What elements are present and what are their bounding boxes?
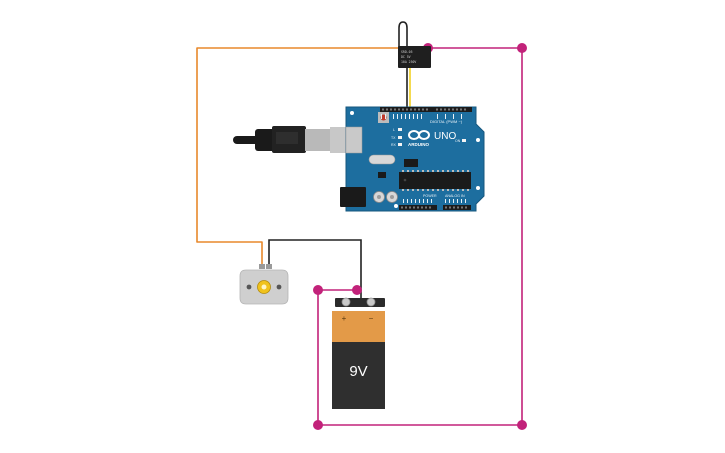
battery-9v[interactable]: + − 9V [332,297,385,409]
tx-led-label: TX [391,136,396,140]
arduino-logo-icon [408,130,430,140]
battery-voltage-label: 9V [349,363,367,380]
l-led-label: L [393,128,395,132]
rx-led-label: RX [391,143,397,147]
digital-header-label: DIGITAL (PWM ~) [430,119,463,124]
arduino-uno-board[interactable]: DIGITAL (PWM ~) L TX RX UNO ARDUINO ON [340,106,485,212]
relay-label-3: 10A 250V [401,60,416,64]
battery-negative-terminal[interactable] [366,297,376,307]
junction-bottom-left[interactable] [313,420,323,430]
arduino-brand-label: ARDUINO [408,142,429,147]
wire-relay-to-right-rail[interactable] [317,47,523,426]
on-led-label: ON [455,139,461,143]
l-led [398,128,402,131]
dc-motor[interactable] [239,264,289,305]
relay-module[interactable]: SRD-05 DC 5V 10A 250V [398,46,431,68]
usb-cable[interactable] [233,126,348,153]
relay-label-2: DC 5V [401,55,411,59]
tx-led [398,136,402,139]
power-header-label: POWER [423,194,437,198]
wire-relay-to-arduino-gnd[interactable] [398,21,408,110]
battery-plus-label: + [342,314,347,323]
battery-minus-label: − [369,314,374,323]
junction-bottom-right[interactable] [517,420,527,430]
analog-header-label: ANALOG IN [445,194,465,198]
on-led [462,139,466,142]
junction-battery-terminal[interactable] [352,285,362,295]
junction-top-right[interactable] [517,43,527,53]
wires [196,21,523,426]
battery-positive-terminal[interactable] [341,297,351,307]
junction-battery-left[interactable] [313,285,323,295]
wire-motor-to-relay[interactable] [196,47,400,268]
uno-label: UNO [434,131,456,142]
wire-motor-to-battery[interactable] [268,239,362,298]
relay-label-1: SRD-05 [401,50,413,54]
rx-led [398,143,402,146]
crystal-oscillator [368,154,396,165]
atmega-chip [399,172,471,189]
